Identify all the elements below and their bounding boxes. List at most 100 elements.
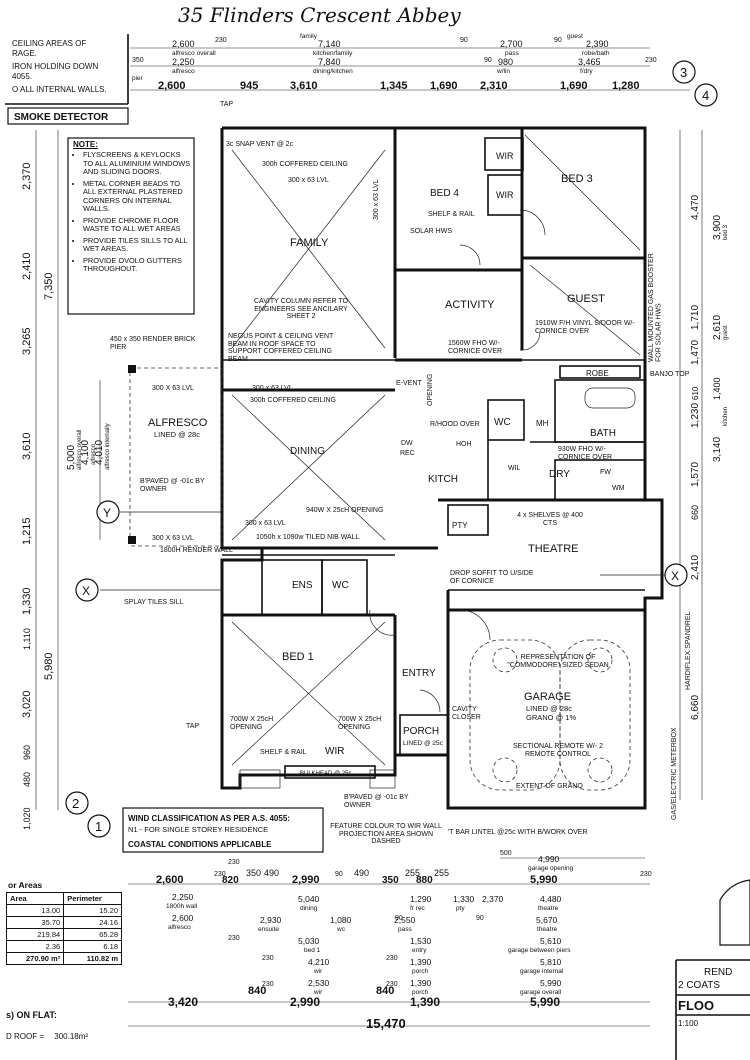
room-alfresco-lined: LINED @ 28c — [154, 430, 200, 439]
top-left-notes: CEILING AREAS OF RAGE. IRON HOLDING DOWN… — [12, 39, 107, 94]
bed1-window-right: 700W X 25cH OPENING — [338, 716, 382, 731]
sectional-door-label: SECTIONAL REMOTE W/- 2 REMOTE CONTROL — [513, 743, 603, 758]
svg-text:840: 840 — [248, 985, 266, 997]
coffered-ceiling-dining: 300h COFFERED CEILING — [250, 397, 336, 404]
svg-text:90: 90 — [395, 915, 403, 922]
svg-text:2,990: 2,990 — [290, 995, 320, 1009]
svg-text:ensuite: ensuite — [258, 926, 279, 933]
svg-text:1,470: 1,470 — [690, 340, 701, 365]
shelf-rail-label: SHELF & RAIL — [428, 211, 475, 218]
svg-text:alfresco overall: alfresco overall — [172, 50, 216, 57]
room-garage: GARAGE — [524, 691, 571, 703]
room-bath: BATH — [590, 428, 616, 439]
e-vent-label: E-VENT — [396, 380, 422, 387]
room-robe: ROBE — [586, 369, 609, 378]
svg-text:2,610: 2,610 — [712, 315, 723, 340]
svg-text:980: 980 — [498, 57, 513, 67]
svg-text:pass: pass — [505, 50, 519, 57]
svg-text:wir: wir — [313, 968, 323, 975]
range-hood-label: R/HOOD OVER — [430, 421, 480, 428]
svg-text:820: 820 — [222, 875, 239, 886]
svg-text:7,840: 7,840 — [318, 57, 341, 67]
svg-text:90: 90 — [335, 871, 343, 878]
room-garage-grano: GRANO @ 1% — [526, 713, 576, 722]
svg-text:guest: guest — [723, 325, 729, 340]
svg-text:5,040: 5,040 — [298, 894, 320, 904]
bottom-dimensions: 500 4,990 garage opening 2,600 820 350 4… — [128, 850, 652, 1031]
right-dimensions: 4,470 1,710 1,470 610 1,230 1,570 660 2,… — [679, 130, 729, 800]
svg-text:1,710: 1,710 — [690, 305, 701, 330]
roof-heading: s) ON FLAT: — [6, 1010, 57, 1020]
section-marker-x-right: X — [600, 563, 688, 587]
svg-text:2,550: 2,550 — [394, 915, 416, 925]
svg-text:4,480: 4,480 — [540, 894, 562, 904]
svg-text:2,600: 2,600 — [156, 874, 184, 886]
svg-text:2: 2 — [72, 796, 79, 811]
note-item: PROVIDE CHROME FLOOR WASTE TO ALL WET AR… — [83, 216, 191, 234]
svg-text:490: 490 — [354, 868, 369, 878]
svg-text:3,420: 3,420 — [168, 995, 198, 1009]
room-bed1: BED 1 — [282, 651, 314, 663]
svg-text:alfresco overall: alfresco overall — [77, 430, 83, 470]
room-pty: PTY — [452, 521, 468, 530]
lvl-dining: 300 x 63 LVL — [245, 520, 286, 527]
svg-text:2,990: 2,990 — [292, 874, 320, 886]
areas-col-perimeter: Perimeter — [63, 892, 122, 905]
svg-text:4,100: 4,100 — [80, 440, 91, 465]
room-garage-lined: LINED @ 28c — [526, 704, 572, 713]
svg-text:90: 90 — [554, 37, 562, 44]
svg-text:4,470: 4,470 — [690, 195, 701, 220]
svg-text:2,250: 2,250 — [172, 57, 195, 67]
svg-text:3,140: 3,140 — [712, 437, 723, 462]
svg-text:garage between piers: garage between piers — [508, 947, 571, 954]
svg-text:N1 - FOR SINGLE STOREY RESIDEN: N1 - FOR SINGLE STOREY RESIDENCE — [128, 825, 268, 834]
svg-text:5,030: 5,030 — [298, 936, 320, 946]
cavity-closer-label: CAVITY CLOSER — [452, 706, 481, 721]
svg-text:490: 490 — [264, 868, 279, 878]
meterbox-label: GAS/ELECTRIC METERBOX — [671, 727, 678, 820]
opening-label: OPENING — [427, 374, 434, 406]
svg-text:255: 255 — [434, 868, 449, 878]
bulkhead-label: BULKHEAD @ 25c — [300, 771, 351, 777]
room-bed3: BED 3 — [561, 173, 593, 185]
svg-text:wir: wir — [313, 989, 323, 996]
title-block: REND 2 COATS FLOO 1:100 — [675, 879, 750, 1060]
svg-text:garage overall: garage overall — [520, 989, 562, 996]
svg-text:wc: wc — [336, 926, 346, 933]
house-walls — [128, 126, 664, 810]
svg-text:1,230: 1,230 — [690, 403, 701, 428]
svg-text:4: 4 — [702, 88, 709, 103]
svg-text:2,600: 2,600 — [172, 913, 194, 923]
svg-text:5,810: 5,810 — [540, 957, 562, 967]
svg-text:CEILING AREAS OF: CEILING AREAS OF — [12, 39, 86, 48]
svg-text:2,370: 2,370 — [21, 162, 33, 190]
roof-value: 300.18m² — [54, 1032, 89, 1041]
svg-text:1,330: 1,330 — [21, 587, 33, 615]
svg-text:1,110: 1,110 — [22, 628, 32, 650]
svg-text:2 COATS: 2 COATS — [678, 980, 720, 991]
areas-table-title: or Areas — [8, 880, 43, 890]
ceiling-diagonals — [231, 134, 641, 766]
solar-hws-label: SOLAR HWS — [410, 228, 452, 235]
svg-text:1,390: 1,390 — [410, 995, 440, 1009]
svg-text:350: 350 — [246, 868, 261, 878]
svg-text:7,350: 7,350 — [43, 272, 55, 300]
svg-text:3,610: 3,610 — [21, 432, 33, 460]
svg-text:2,250: 2,250 — [172, 892, 194, 902]
alfresco-paved-label: B'PAVED @ -01c BY OWNER — [140, 478, 205, 493]
room-ens: ENS — [292, 580, 313, 591]
svg-text:alfresco internally: alfresco internally — [105, 423, 111, 470]
svg-text:1,390: 1,390 — [410, 957, 432, 967]
svg-text:robe/bath: robe/bath — [582, 50, 610, 57]
lvl-alfresco-2: 300 x 63 LVL — [252, 385, 293, 392]
svg-text:pier: pier — [132, 75, 144, 82]
svg-text:350: 350 — [132, 57, 144, 64]
room-theatre: THEATRE — [528, 543, 579, 555]
svg-text:3,265: 3,265 — [21, 327, 33, 355]
svg-text:2,410: 2,410 — [21, 252, 33, 280]
room-kitch: KITCH — [428, 474, 458, 485]
svg-text:2,930: 2,930 — [260, 915, 282, 925]
